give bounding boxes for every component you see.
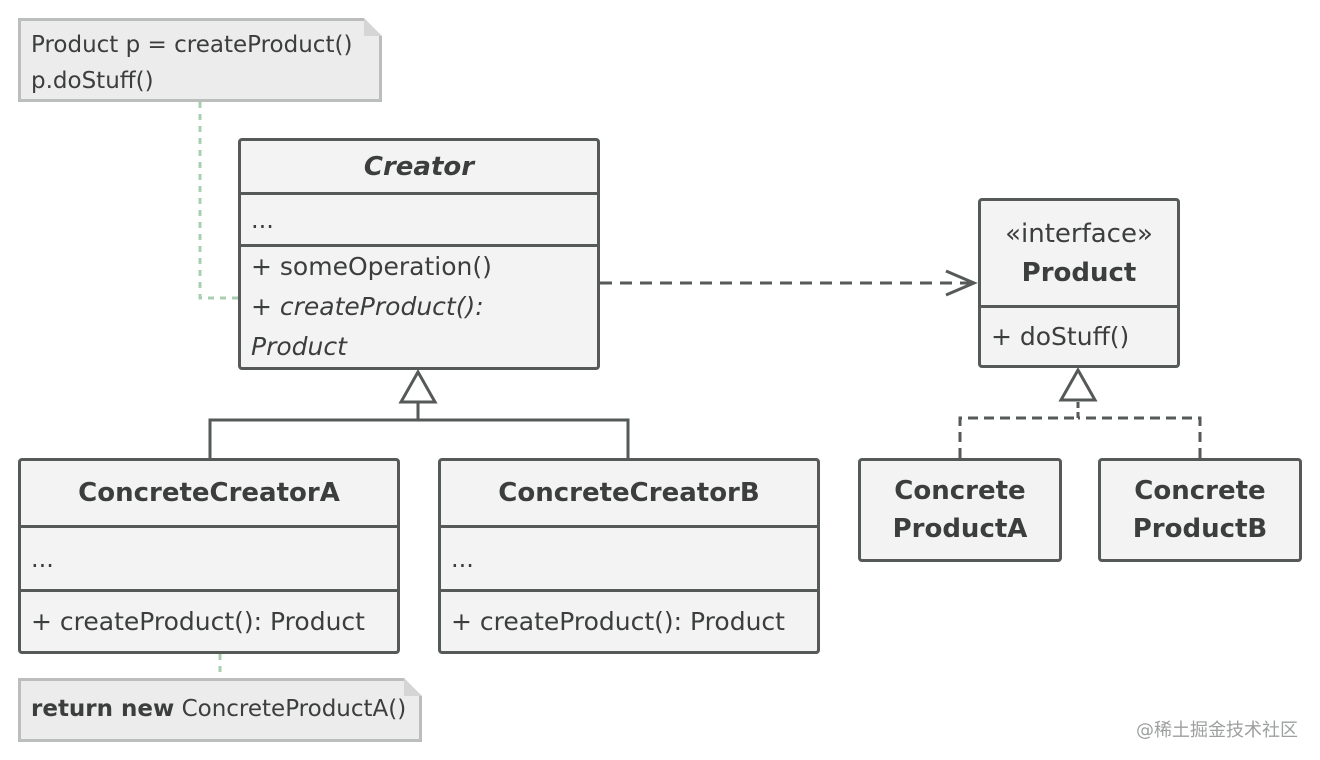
return-note-text: ConcreteProductA()	[181, 696, 407, 722]
creator-fields: ...	[241, 192, 597, 244]
inheritance-triangle	[398, 368, 438, 404]
concrete-product-a-line1: Concrete	[894, 476, 1026, 506]
dependency-arrowhead	[945, 269, 978, 297]
product-method-do-stuff: + doStuff()	[991, 321, 1130, 351]
concrete-product-b-class: Concrete ProductB	[1098, 458, 1302, 562]
concrete-creator-b-methods: + createProduct(): Product	[441, 589, 817, 651]
concrete-creator-b-method: + createProduct(): Product	[451, 606, 785, 636]
realization-line-a	[958, 416, 1078, 458]
realization-line-b	[1078, 416, 1202, 458]
concrete-creator-a-class: ConcreteCreatorA ... + createProduct(): …	[18, 458, 400, 654]
concrete-creator-a-fields: ...	[21, 525, 397, 589]
product-interface: «interface» Product + doStuff()	[978, 198, 1180, 368]
creator-class: Creator ... + someOperation() + createPr…	[238, 138, 600, 370]
watermark: @稀土掘金技术社区	[1136, 720, 1298, 741]
concrete-product-b-line1: Concrete	[1134, 476, 1266, 506]
concrete-product-b-name: Concrete ProductB	[1101, 461, 1299, 559]
product-methods: + doStuff()	[981, 305, 1177, 365]
concrete-creator-b-class: ConcreteCreatorB ... + createProduct(): …	[438, 458, 820, 654]
concrete-product-a-line2: ProductA	[892, 514, 1028, 544]
return-note-keyword: return new	[31, 696, 175, 722]
inheritance-line-b	[418, 418, 630, 458]
concrete-creator-a-method: + createProduct(): Product	[31, 606, 365, 636]
creator-method-create-product: + createProduct(): Product	[251, 292, 484, 361]
concrete-creator-b-fields: ...	[441, 525, 817, 589]
concrete-creator-b-name: ConcreteCreatorB	[498, 478, 760, 508]
concrete-creator-a-methods: + createProduct(): Product	[21, 589, 397, 651]
creator-methods: + someOperation() + createProduct(): Pro…	[241, 244, 597, 367]
client-code-note: Product p = createProduct() p.doStuff()	[18, 18, 382, 102]
creator-method-some-operation: + someOperation()	[251, 252, 492, 281]
client-note-line2: p.doStuff()	[31, 68, 154, 94]
product-header: «interface» Product	[981, 201, 1177, 305]
concrete-product-b-line2: ProductB	[1132, 514, 1268, 544]
concrete-product-a-name: Concrete ProductA	[861, 461, 1059, 559]
client-note-link	[198, 102, 238, 300]
client-note-line1: Product p = createProduct()	[31, 32, 353, 58]
product-stereotype: «interface»	[1005, 219, 1153, 249]
concrete-product-a-class: Concrete ProductA	[858, 458, 1062, 562]
realization-triangle	[1058, 366, 1098, 402]
inheritance-line-a	[208, 418, 418, 458]
concrete-creator-a-name: ConcreteCreatorA	[78, 478, 340, 508]
product-interface-name: Product	[1021, 258, 1137, 288]
return-note: return new ConcreteProductA()	[18, 678, 422, 742]
creator-class-name: Creator	[363, 151, 475, 182]
